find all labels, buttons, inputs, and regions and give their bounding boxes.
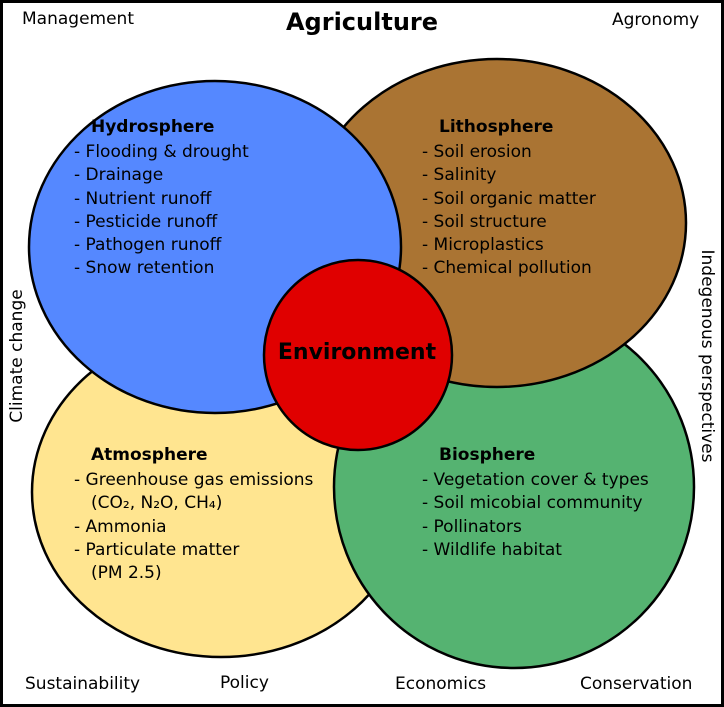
hydrosphere-panel: Hydrosphere - Flooding & drought - Drain…	[74, 116, 249, 281]
list-item: - Vegetation cover & types	[422, 470, 649, 490]
list-item: - Soil erosion	[422, 142, 532, 162]
list-item: - Nutrient runoff	[74, 188, 212, 209]
list-item: - Wildlife habitat	[422, 539, 562, 560]
list-item: - Drainage	[74, 165, 164, 186]
list-item: - Snow retention	[74, 258, 215, 279]
lithosphere-title: Lithosphere	[439, 117, 554, 137]
environment-circle	[262, 258, 454, 452]
environment-label: Environment	[277, 340, 437, 365]
list-item: - Microplastics	[422, 235, 544, 256]
lithosphere-list: - Soil erosion - Salinity - Soil organic…	[422, 141, 596, 281]
hydrosphere-list: - Flooding & drought - Drainage - Nutrie…	[74, 141, 249, 281]
diagram-title: Agriculture	[285, 8, 439, 36]
list-item: - Pesticide runoff	[74, 211, 218, 232]
list-item: - Pathogen runoff	[74, 235, 222, 256]
list-item: - Ammonia	[74, 516, 167, 537]
hydrosphere-title: Hydrosphere	[91, 117, 215, 137]
list-item: - Flooding & drought	[74, 142, 249, 162]
label-agronomy: Agronomy	[612, 10, 700, 30]
list-item: - Pollinators	[422, 516, 522, 537]
list-item: - Salinity	[422, 165, 497, 186]
pm-detail: (PM 2.5)	[91, 563, 162, 584]
label-indigenous-perspectives: Indegenous perspectives	[697, 249, 717, 463]
label-sustainability: Sustainability	[25, 674, 141, 694]
pm-label: - Particulate matter	[74, 539, 240, 560]
atmosphere-list: - Greenhouse gas emissions (CO₂, N₂O, CH…	[74, 469, 313, 585]
biosphere-list: - Vegetation cover & types - Soil micobi…	[422, 469, 649, 562]
label-policy: Policy	[220, 673, 269, 693]
list-item: - Soil structure	[422, 211, 547, 232]
list-item: - Soil organic matter	[422, 188, 596, 209]
list-item: - Greenhouse gas emissions (CO₂, N₂O, CH…	[74, 469, 313, 516]
atmosphere-title: Atmosphere	[91, 445, 208, 465]
lithosphere-panel: Lithosphere - Soil erosion - Salinity - …	[422, 116, 596, 281]
label-economics: Economics	[395, 674, 487, 694]
biosphere-panel: Biosphere - Vegetation cover & types - S…	[422, 444, 649, 562]
biosphere-title: Biosphere	[439, 445, 536, 465]
atmosphere-panel: Atmosphere - Greenhouse gas emissions (C…	[74, 444, 313, 585]
label-climate-change: Climate change	[7, 289, 27, 423]
list-item: - Chemical pollution	[422, 258, 592, 279]
ghg-label: - Greenhouse gas emissions	[74, 470, 314, 490]
label-conservation: Conservation	[580, 674, 693, 694]
label-management: Management	[22, 9, 134, 29]
ghg-formula: (CO₂, N₂O, CH₄)	[91, 493, 223, 514]
list-item: - Soil micobial community	[422, 493, 643, 514]
list-item: - Particulate matter (PM 2.5)	[74, 539, 313, 586]
